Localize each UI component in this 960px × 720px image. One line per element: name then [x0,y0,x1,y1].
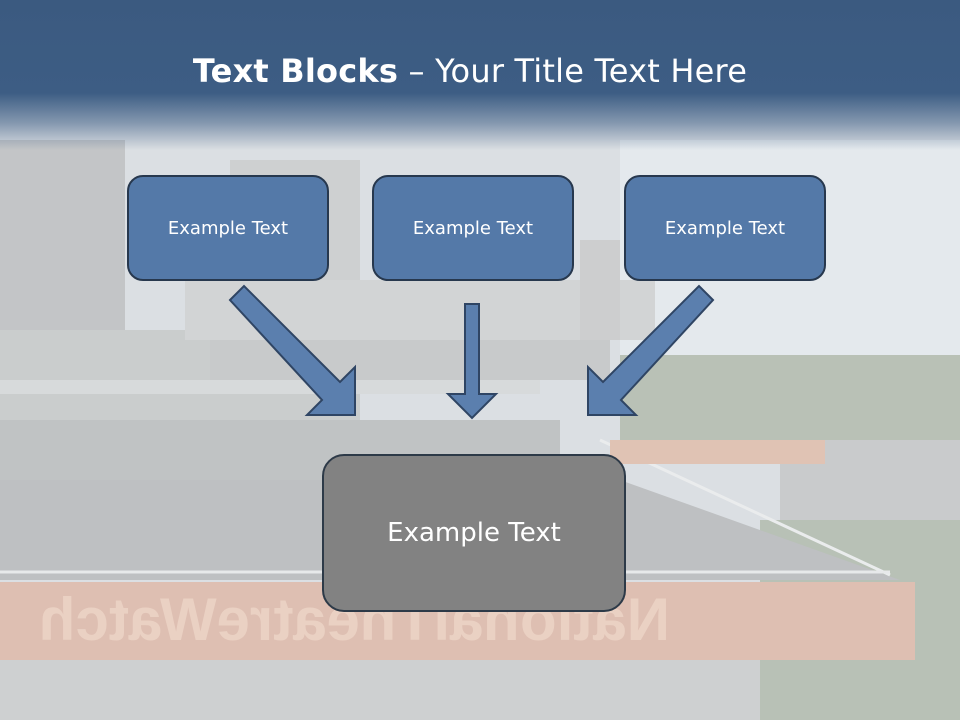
text-block-3-label: Example Text [664,217,786,239]
title-bar [0,0,960,150]
title-separator: – [398,52,436,90]
slide-title: Text Blocks – Your Title Text Here [0,52,940,90]
title-bold-text: Text Blocks [192,52,399,90]
text-block-1-label: Example Text [167,217,289,239]
text-block-main[interactable]: Example Text [322,454,626,612]
title-rest-text: Your Title Text Here [435,52,748,90]
text-block-2[interactable]: Example Text [372,175,574,281]
text-block-main-label: Example Text [387,518,561,548]
text-block-1[interactable]: Example Text [127,175,329,281]
text-block-2-label: Example Text [412,217,534,239]
text-block-3[interactable]: Example Text [624,175,826,281]
